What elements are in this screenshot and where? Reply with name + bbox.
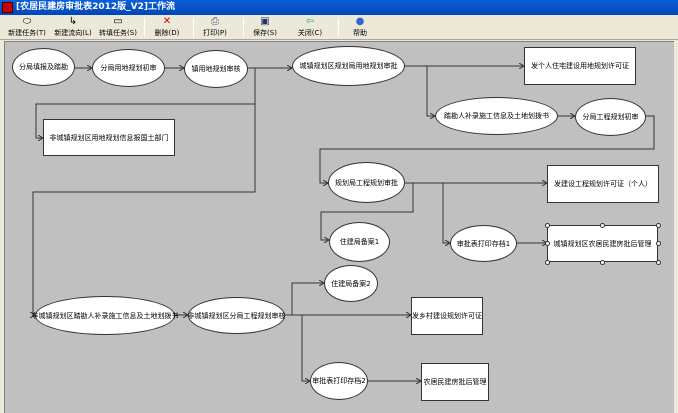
resize-handle[interactable] [656, 241, 661, 246]
new-flow-button[interactable]: ↳新建流向(L) [50, 16, 96, 39]
print-icon: ⎙ [211, 16, 219, 27]
task-box[interactable]: 非城镇规划区用地规划信息报国土部门 [43, 119, 175, 156]
flow-15-16 [285, 283, 324, 316]
toolbar-separator [243, 18, 244, 37]
task-node[interactable]: 住建局备案2 [324, 265, 378, 302]
delete-button[interactable]: ✕删除(D) [144, 16, 190, 39]
toolbar: ⬭新建任务(T) ↳新建流向(L) ▭转填任务(S) ✕删除(D) ⎙打印(P)… [0, 15, 678, 40]
task-node[interactable]: 城镇规划区规划局用地规划审批 [292, 46, 405, 86]
convert-task-button[interactable]: ▭转填任务(S) [95, 16, 141, 39]
title-bar: [农居民建房审批表2012版_V2]工作流 [0, 0, 678, 15]
save-icon: ▣ [260, 16, 270, 27]
flow-8-9 [319, 115, 655, 183]
task-node[interactable]: 规划局工程规划审批 [328, 162, 405, 203]
task-node[interactable]: 非城镇规划区分局工程规划审核 [188, 297, 286, 334]
new-task-button[interactable]: ⬭新建任务(T) [4, 16, 50, 39]
toolbar-separator [338, 18, 339, 37]
task-node[interactable]: 分局用地规划初审 [92, 49, 165, 87]
toolbar-separator [144, 18, 145, 37]
task-node[interactable]: 非城镇规划区踏勘人补录施工信息及土地划拨书 [32, 296, 179, 335]
close-icon: ⇦ [305, 16, 315, 27]
help-button[interactable]: ●帮助 [337, 16, 383, 39]
flow-9-12 [442, 183, 450, 243]
task-node[interactable]: 踏勘人补录施工信息及土地划拨书 [435, 97, 558, 135]
flow-3-6 [35, 68, 256, 138]
task-node[interactable]: 镇用地规划审核 [184, 50, 248, 88]
task-box[interactable]: 农居民建房批后管理 [421, 363, 489, 401]
flow-4-7 [426, 66, 435, 116]
task-node[interactable]: 审批表打印存档2 [310, 362, 368, 400]
resize-handle[interactable] [656, 260, 661, 265]
flow-icon: ↳ [68, 16, 78, 27]
task-box-selected[interactable]: 城镇规划区农居民建房批后管理 [547, 225, 658, 262]
task-node[interactable]: 住建局备案1 [329, 222, 390, 262]
save-button[interactable]: ▣保存(S) [242, 16, 288, 39]
ellipse-icon: ⬭ [22, 16, 32, 27]
print-button[interactable]: ⎙打印(P) [192, 16, 238, 39]
task-node[interactable]: 分局填报及踏勘 [12, 48, 75, 86]
close-button[interactable]: ⇦关闭(C) [287, 16, 333, 39]
toolbar-separator [193, 18, 194, 37]
resize-handle[interactable] [545, 241, 550, 246]
flow-15-18 [301, 315, 310, 381]
flow-3-14 [33, 104, 256, 315]
task-node[interactable]: 分局工程规划初审 [575, 98, 646, 136]
resize-handle[interactable] [600, 223, 605, 228]
task-node[interactable]: 审批表打印存档1 [450, 225, 517, 262]
window-title: [农居民建房审批表2012版_V2]工作流 [16, 2, 176, 12]
flow-9-11 [320, 183, 414, 240]
task-box[interactable]: 发乡村建设规划许可证 [411, 297, 483, 335]
task-box[interactable]: 发个人住宅建设用地规划许可证 [524, 47, 636, 85]
resize-handle[interactable] [656, 223, 661, 228]
resize-handle[interactable] [600, 260, 605, 265]
resize-handle[interactable] [545, 223, 550, 228]
app-icon [2, 2, 13, 13]
rect-icon: ▭ [113, 16, 123, 27]
help-icon: ● [355, 16, 365, 27]
resize-handle[interactable] [545, 260, 550, 265]
task-box[interactable]: 发建设工程规划许可证（个人） [547, 165, 659, 203]
delete-icon: ✕ [162, 16, 172, 27]
